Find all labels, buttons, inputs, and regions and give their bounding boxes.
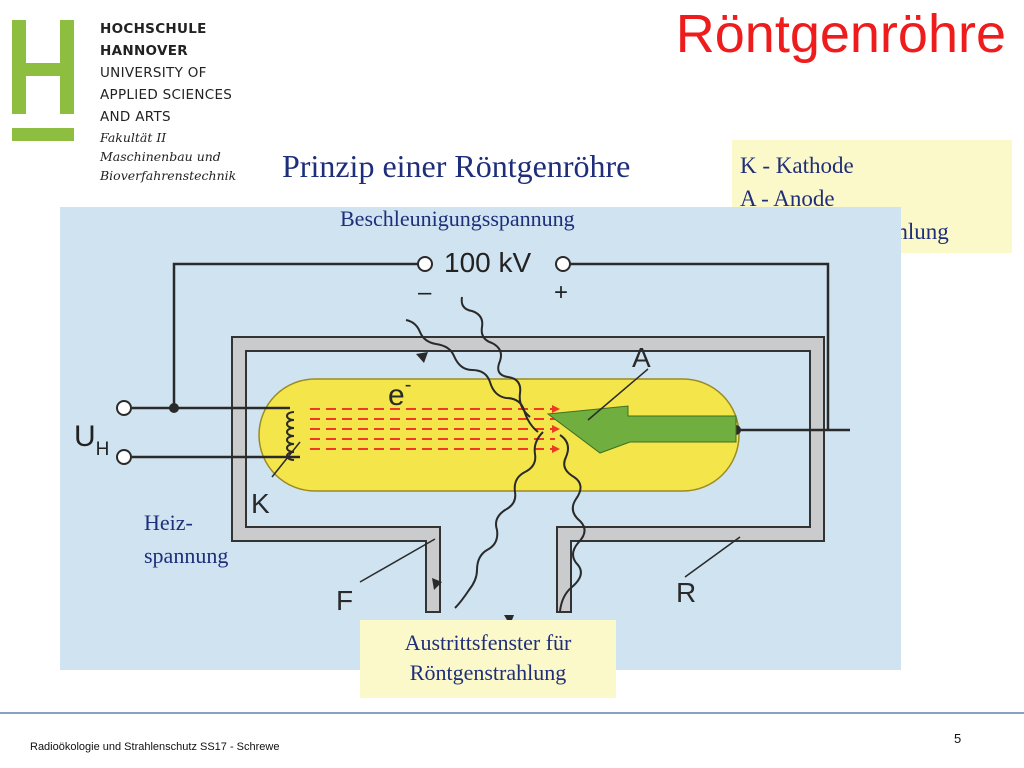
slide-subtitle: Prinzip einer Röntgenröhre	[282, 148, 631, 184]
pointer-line	[359, 538, 436, 583]
anode	[546, 405, 737, 454]
terminal-positive	[555, 256, 571, 272]
cathode-label: K	[251, 488, 270, 519]
beam-arrowheads	[552, 405, 560, 453]
window-label: F	[336, 585, 353, 616]
housing-label: R	[676, 577, 696, 608]
xray-emissions	[405, 296, 586, 612]
cathode-filament	[286, 411, 295, 461]
faculty-name: Fakultät II Maschinenbau und Bioverfahre…	[100, 128, 236, 185]
circuit-wires	[132, 262, 850, 459]
xray-wave	[559, 434, 586, 612]
logo-cross-bar	[12, 63, 74, 76]
institution-line: APPLIED SCIENCES	[100, 87, 233, 103]
electron-beam	[310, 408, 555, 450]
university-logo	[12, 20, 74, 141]
electron-label: e-	[388, 374, 411, 412]
exit-window-label-box: Austrittsfenster für Röntgenstrahlung	[360, 620, 616, 698]
pointer-lines	[271, 368, 741, 583]
exit-window-line: Austrittsfenster für	[404, 630, 572, 655]
faculty-line: Fakultät II	[100, 130, 167, 145]
anode-label: A	[632, 342, 651, 373]
page-number: 5	[954, 731, 962, 746]
pointer-line	[684, 536, 741, 578]
wire-positive	[569, 262, 830, 430]
xray-wave	[454, 431, 544, 609]
plus-sign: +	[554, 279, 568, 306]
footer-text: Radioökologie und Strahlenschutz SS17 - …	[30, 741, 280, 753]
wire-negative	[172, 262, 419, 408]
voltage-label: 100 kV	[444, 247, 531, 278]
slide-title: Röntgenröhre	[675, 4, 1006, 64]
terminal-heater-lower	[116, 449, 132, 465]
institution-name: HOCHSCHULE HANNOVER UNIVERSITY OF APPLIE…	[100, 18, 232, 128]
institution-line: HANNOVER	[100, 43, 188, 59]
xray-wave	[460, 296, 531, 418]
heating-voltage-line: spannung	[144, 543, 229, 568]
pointer-line	[271, 441, 301, 478]
acceleration-voltage-label: Beschleunigungsspannung	[340, 206, 575, 231]
faculty-line: Maschinenbau und	[100, 149, 221, 164]
terminal-heater-upper	[116, 400, 132, 416]
institution-line: HOCHSCHULE	[100, 21, 207, 37]
legend-anode: A - Anode	[740, 186, 835, 211]
exit-window-line: Röntgenstrahlung	[409, 660, 567, 685]
footer-divider	[0, 712, 1024, 714]
institution-line: AND ARTS	[100, 109, 171, 125]
terminal-negative	[417, 256, 433, 272]
faculty-line: Bioverfahrenstechnik	[100, 168, 237, 183]
legend-cathode: K - Kathode	[740, 153, 854, 178]
minus-sign: –	[418, 279, 432, 306]
logo-underline	[12, 128, 74, 141]
heater-voltage-symbol: UH	[74, 420, 109, 460]
tube-housing	[231, 336, 825, 613]
xray-tube-diagram: 100 kV – + UH e- A K F R	[60, 207, 901, 670]
institution-line: UNIVERSITY OF	[100, 65, 207, 81]
heating-voltage-label: Heiz- spannung	[144, 506, 228, 572]
junction-dot	[169, 403, 179, 413]
pointer-line	[587, 368, 649, 421]
heating-voltage-line: Heiz-	[144, 510, 193, 535]
